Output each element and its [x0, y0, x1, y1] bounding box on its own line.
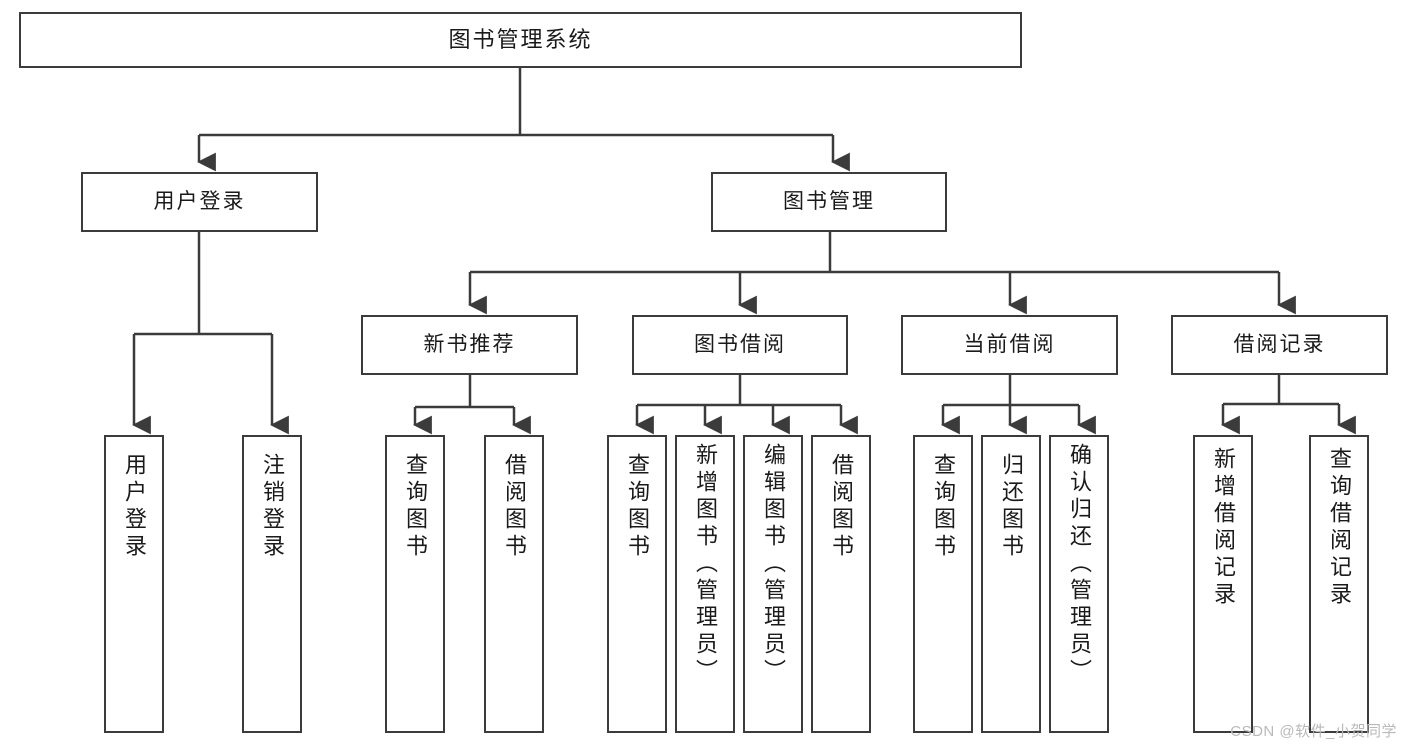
node-label: 新增图书（管理员）: [693, 443, 718, 686]
node-user-login[interactable]: 用户登录: [81, 172, 318, 232]
leaf-new-book-borrow-book[interactable]: 借阅图书: [484, 435, 544, 733]
node-label: 查询图书: [403, 453, 428, 561]
leaf-current-confirm-return-admin[interactable]: 确认归还（管理员）: [1049, 435, 1109, 733]
node-borrow-records[interactable]: 借阅记录: [1171, 315, 1388, 375]
node-label: 用户登录: [153, 189, 246, 213]
node-book-management[interactable]: 图书管理: [711, 172, 947, 232]
leaf-borrow-query-book[interactable]: 查询图书: [607, 435, 667, 733]
leaf-current-query-book[interactable]: 查询图书: [913, 435, 973, 733]
node-label: 查询借阅记录: [1327, 447, 1352, 609]
leaf-user-login-signin[interactable]: 用户登录: [104, 435, 164, 733]
node-label: 图书管理: [783, 189, 875, 213]
node-label: 图书借阅: [694, 332, 786, 356]
node-label: 当前借阅: [963, 332, 1056, 356]
node-label: 新增借阅记录: [1211, 447, 1236, 609]
node-label: 借阅图书: [829, 453, 854, 561]
leaf-record-add-borrow-record[interactable]: 新增借阅记录: [1193, 435, 1253, 733]
node-label: 用户登录: [122, 453, 147, 561]
leaf-record-query-borrow-record[interactable]: 查询借阅记录: [1309, 435, 1369, 733]
node-label: 图书管理系统: [448, 27, 593, 53]
node-label: 新书推荐: [423, 332, 516, 356]
node-book-borrowing[interactable]: 图书借阅: [632, 315, 848, 375]
leaf-borrow-borrow-book[interactable]: 借阅图书: [811, 435, 871, 733]
node-label: 查询图书: [931, 453, 956, 561]
node-label: 归还图书: [999, 453, 1024, 561]
leaf-new-book-query-book[interactable]: 查询图书: [385, 435, 445, 733]
leaf-borrow-add-book-admin[interactable]: 新增图书（管理员）: [675, 435, 735, 733]
node-label: 借阅记录: [1233, 332, 1326, 356]
node-label: 借阅图书: [502, 453, 527, 561]
node-label: 编辑图书（管理员）: [761, 443, 786, 686]
node-label: 确认归还（管理员）: [1067, 443, 1092, 686]
leaf-borrow-edit-book-admin[interactable]: 编辑图书（管理员）: [743, 435, 803, 733]
node-label: 查询图书: [625, 453, 650, 561]
leaf-current-return-book[interactable]: 归还图书: [981, 435, 1041, 733]
node-root-book-management-system[interactable]: 图书管理系统: [19, 12, 1022, 68]
leaf-user-login-signout[interactable]: 注销登录: [242, 435, 302, 733]
node-new-book-recommendation[interactable]: 新书推荐: [361, 315, 578, 375]
node-current-borrowing[interactable]: 当前借阅: [901, 315, 1118, 375]
csdn-watermark: CSDN @软件_小贺同学: [1230, 723, 1397, 740]
node-label: 注销登录: [260, 453, 285, 561]
